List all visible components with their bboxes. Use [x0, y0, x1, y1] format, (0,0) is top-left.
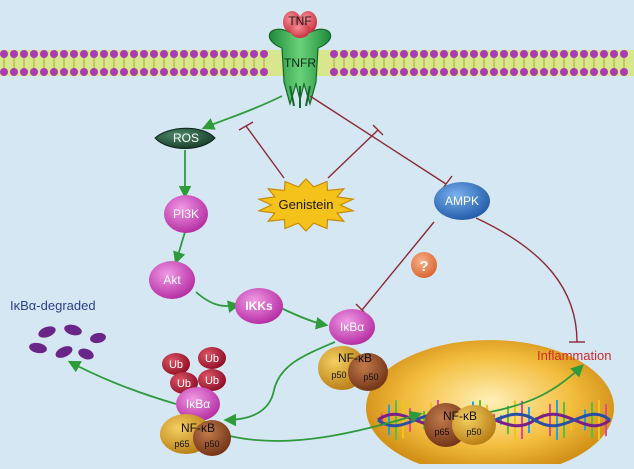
- ikks-label: IKKs: [245, 299, 273, 313]
- tnf-receptor: [268, 11, 332, 108]
- ros-node: [154, 127, 216, 149]
- ampk-label: AMPK: [445, 194, 479, 208]
- nfkb-subunit-nucleus-right: [452, 405, 496, 445]
- nfkb-label-bottom: NF-κB: [181, 421, 215, 435]
- ikba-label-bottom: IκBα: [186, 397, 210, 411]
- nfkb-subunit-top-right: [348, 353, 388, 391]
- unknown-link-marker: [411, 252, 437, 278]
- ub-label-3: Ub: [177, 378, 191, 390]
- akt-node: [149, 261, 195, 299]
- genistein-star: [256, 178, 356, 232]
- ros-label: ROS: [173, 131, 199, 145]
- ub-label-1: Ub: [169, 359, 183, 371]
- degraded-label: IκBα-degraded: [10, 298, 96, 313]
- ub-label-2: Ub: [205, 353, 219, 365]
- ikks-node: [235, 288, 283, 324]
- ub-label-4: Ub: [205, 375, 219, 387]
- ikba-node-bottom: [176, 387, 220, 421]
- nfkb-top-p50-right: p50: [363, 372, 378, 382]
- nfkb-bottom-p65: p65: [174, 439, 189, 449]
- question-label: ?: [419, 258, 428, 275]
- nfkb-top-p50-left: p50: [331, 370, 346, 380]
- ikba-node-top: [329, 309, 375, 345]
- nfkb-nucleus-p65: p65: [434, 427, 449, 437]
- ampk-node: [434, 182, 490, 220]
- ubiquitin-cluster: [162, 347, 226, 394]
- genistein-label: Genistein: [279, 197, 334, 212]
- nfkb-nucleus-p50: p50: [466, 427, 481, 437]
- nfkb-label-nucleus: NF-κB: [443, 409, 477, 423]
- inhibition-lines: [238, 95, 585, 343]
- nfkb-subunit-bottom-right: [193, 420, 231, 456]
- nfkb-label-top: NF-κB: [338, 351, 372, 365]
- akt-label: Akt: [163, 273, 181, 287]
- tnfr-label: TNFR: [284, 56, 316, 70]
- tnf-label: TNF: [288, 14, 311, 28]
- inflammation-label: Inflammation: [537, 348, 611, 363]
- pi3k-label: PI3K: [173, 207, 199, 221]
- pi3k-node: [164, 195, 208, 233]
- degraded-fragments: [29, 324, 106, 360]
- nfkb-bottom-p50: p50: [204, 439, 219, 449]
- ikba-label-top: IκBα: [340, 320, 364, 334]
- activation-arrows: [67, 95, 584, 442]
